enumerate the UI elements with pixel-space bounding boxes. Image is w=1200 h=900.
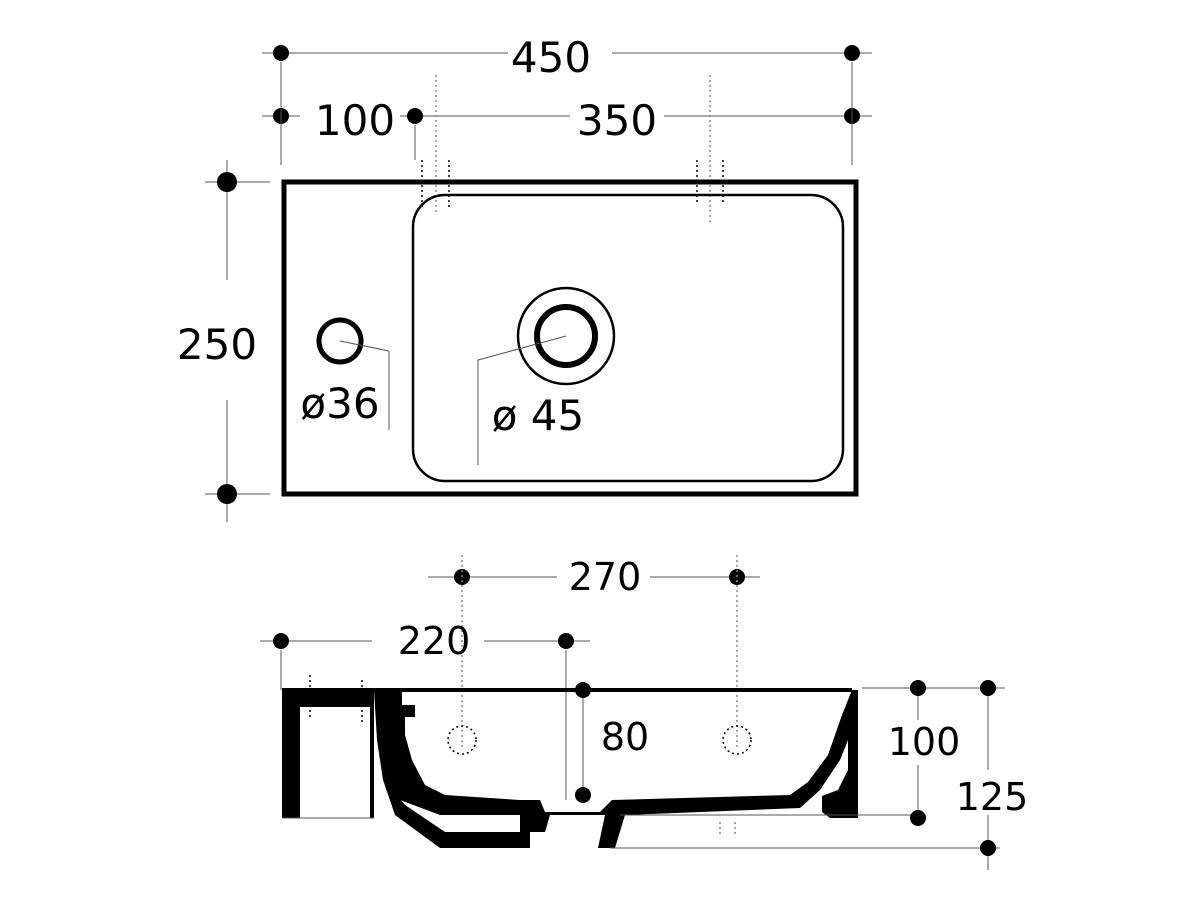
dimension-220-label: 220: [398, 619, 471, 663]
dimension-125: 125: [956, 680, 1029, 870]
dimension-80: 80: [575, 682, 649, 803]
top-view: 450 100 350: [177, 33, 872, 522]
tap-hole: [316, 317, 364, 365]
dimension-450-label: 450: [511, 33, 591, 82]
dimension-250: 250: [177, 160, 270, 522]
dimension-350-label: 350: [577, 96, 657, 145]
side-view: 270 220: [260, 555, 1028, 870]
waste-diameter-label: ø 45: [492, 391, 585, 440]
dimension-100-height: 100: [862, 680, 1005, 826]
dimension-270: 270: [428, 555, 760, 599]
bowl-outline-top: [411, 193, 845, 483]
dimension-100-350: 100 350: [262, 96, 872, 145]
waste-hole: [534, 304, 598, 368]
dimension-450: 450: [262, 33, 872, 82]
basin-cross-section: [282, 675, 1000, 849]
dimension-100-height-label: 100: [888, 720, 961, 764]
waste-outer-ring: [516, 286, 616, 386]
basin-outline-top: [281, 179, 859, 497]
dimension-220: 220: [260, 619, 590, 663]
dimension-270-label: 270: [569, 555, 642, 599]
dimension-80-label: 80: [601, 715, 649, 759]
dimension-100-label: 100: [315, 96, 395, 145]
dimension-250-label: 250: [177, 320, 257, 369]
tap-hole-diameter-label: ø36: [300, 379, 379, 428]
dimension-125-label: 125: [956, 775, 1029, 819]
